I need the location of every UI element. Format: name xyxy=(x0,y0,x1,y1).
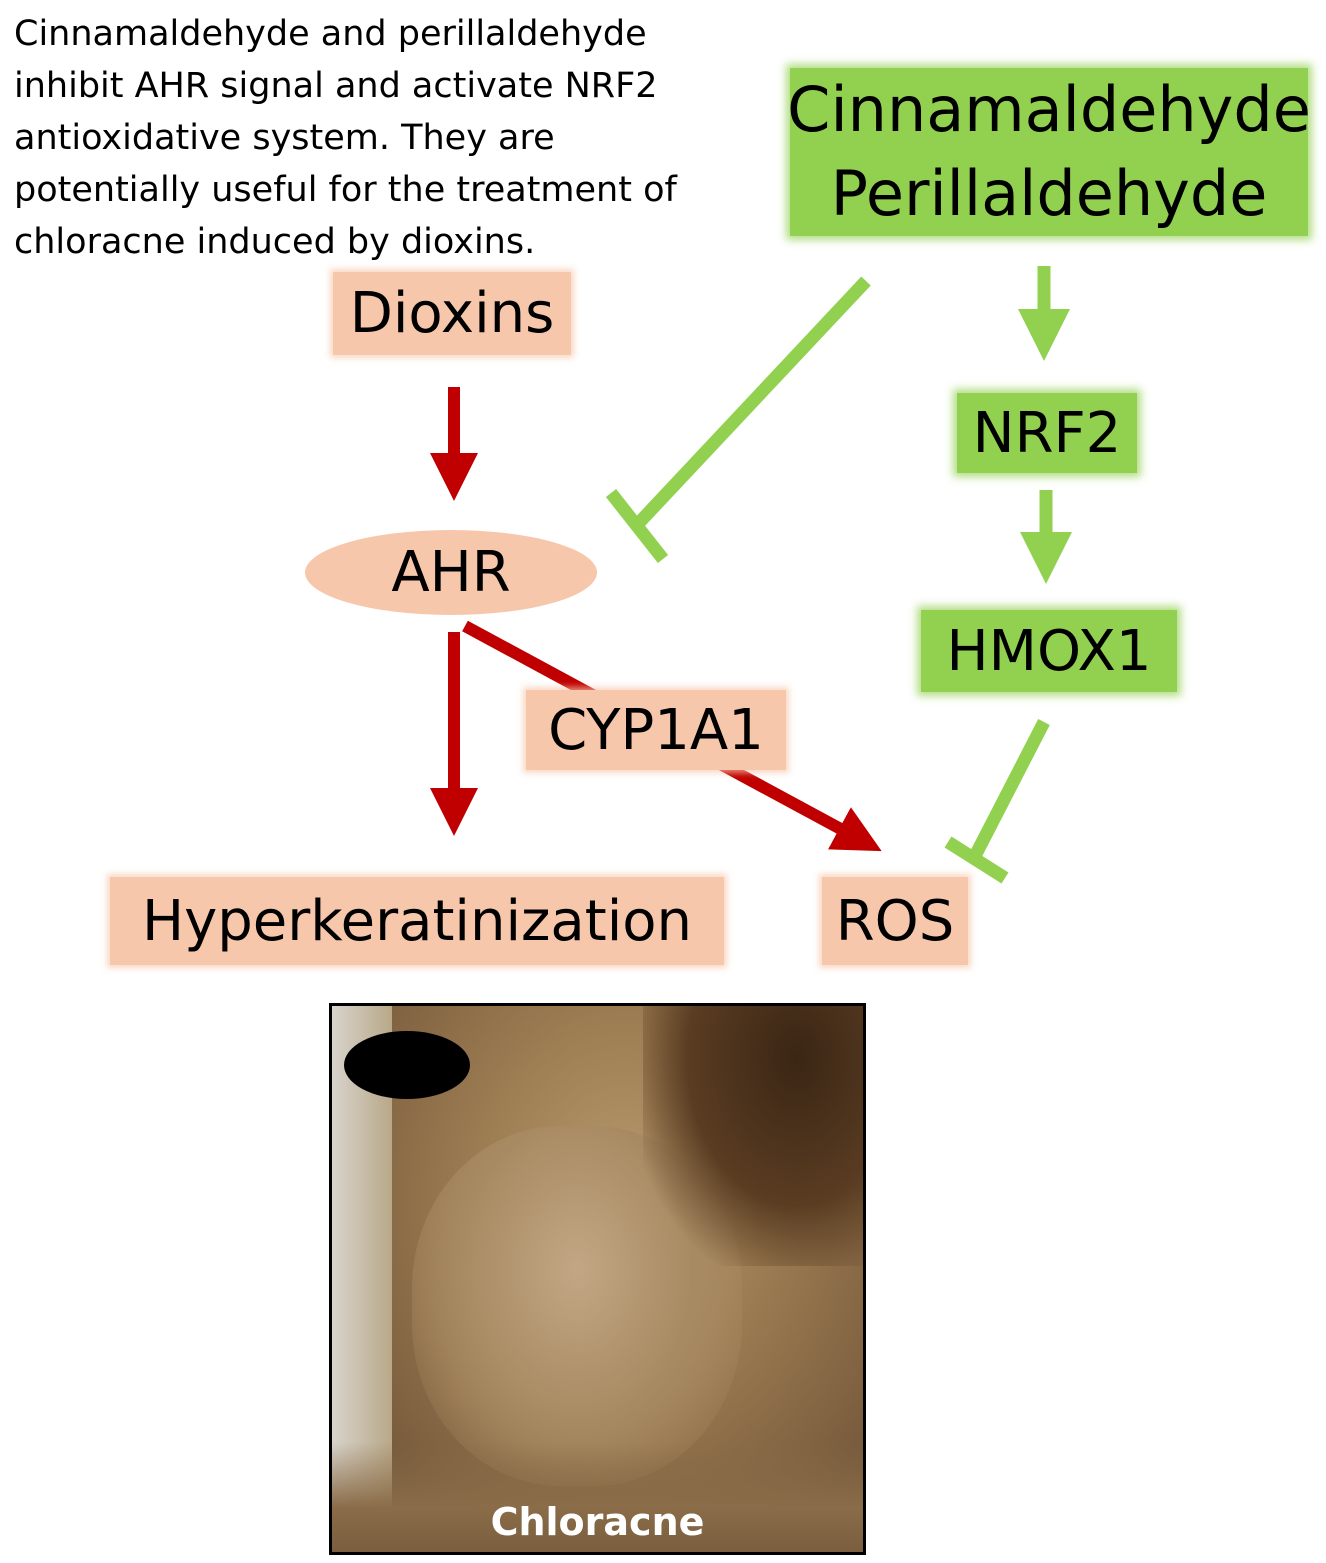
ahr-node: AHR xyxy=(305,530,597,615)
ros-node: ROS xyxy=(822,877,968,965)
hmox1-label: HMOX1 xyxy=(946,618,1152,684)
photo-hair xyxy=(643,1006,863,1266)
hmox1-node: HMOX1 xyxy=(921,610,1177,692)
cinnamaldehyde-perillaldehyde-node: Cinnamaldehyde Perillaldehyde xyxy=(787,68,1311,236)
nrf2-label: NRF2 xyxy=(972,400,1122,466)
redaction-oval xyxy=(344,1031,470,1099)
cyp1a1-node: CYP1A1 xyxy=(526,690,786,770)
photo-neck xyxy=(332,1442,863,1552)
cyp1a1-label: CYP1A1 xyxy=(548,697,764,763)
ahr-label: AHR xyxy=(391,540,511,605)
chloracne-label: Chloracne xyxy=(490,1500,705,1544)
chloracne-photo: Chloracne xyxy=(329,1003,866,1555)
inhibition-hmox1-to-ros xyxy=(944,719,1050,884)
hyperkeratinization-label: Hyperkeratinization xyxy=(141,888,693,954)
inhibition-drugs-to-ahr xyxy=(605,276,871,564)
dioxins-node: Dioxins xyxy=(333,272,571,355)
cinnamaldehyde-label: Cinnamaldehyde xyxy=(787,73,1311,146)
caption-text: Cinnamaldehyde and perillaldehyde inhibi… xyxy=(14,14,677,262)
perillaldehyde-label: Perillaldehyde xyxy=(830,157,1268,230)
hyperkeratinization-node: Hyperkeratinization xyxy=(110,877,724,965)
dioxins-label: Dioxins xyxy=(349,281,555,346)
nrf2-node: NRF2 xyxy=(957,393,1137,473)
ros-label: ROS xyxy=(835,888,955,954)
